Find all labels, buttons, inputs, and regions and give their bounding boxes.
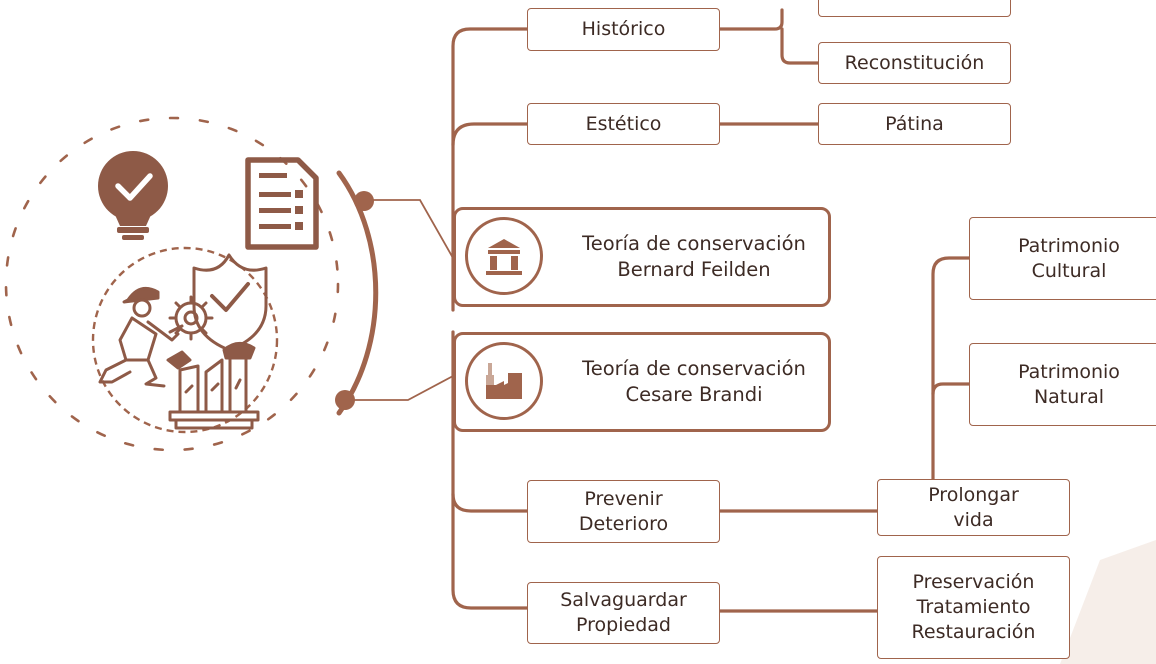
feilden-line-1: Teoría de conservación [582,232,806,255]
patrimonio-natural-line-2: Natural [1033,385,1105,408]
dashed-outer-ring [4,116,340,452]
temple-icon [486,239,522,275]
node-prolongar-vida: Prolongar vida [877,479,1070,536]
node-patrimonio-natural: Patrimonio Natural [969,343,1156,426]
salvaguardar-line-2: Propiedad [576,614,671,636]
historico-link [718,8,784,31]
lower-branch-prevenir [451,492,529,513]
node-reconstitucion-label: Reconstitución [844,51,985,74]
upper-trunk-line [451,27,530,312]
node-salvaguardar-propiedad: Salvaguardar Propiedad [527,582,720,644]
node-estetico-label: Estético [585,112,662,135]
prolongar-to-patrimonio [931,256,971,482]
patrimonio-natural-line-1: Patrimonio [1018,360,1120,383]
node-historico: Histórico [527,8,720,51]
restoration-worker-icon [98,253,268,430]
node-historico-label: Histórico [581,18,666,40]
node-patina: Pátina [818,103,1011,145]
brandi-line-2: Cesare Brandi [625,383,763,406]
factory-icon-badge [465,342,543,420]
prolongar-to-natural [931,382,971,396]
prevenir-line-1: Prevenir [584,487,663,510]
decorative-fade [1060,540,1156,664]
dot-to-brandi [344,375,454,401]
node-top-cut-box [818,0,1011,17]
lower-trunk-line [451,330,529,610]
dot-to-feilden [364,199,454,259]
node-theory-brandi-title: Teoría de conservación Cesare Brandi [566,335,822,429]
prolongar-line-2: vida [953,508,994,531]
prevenir-line-2: Deterioro [578,512,669,535]
prolongar-line-1: Prolongar [928,483,1019,506]
historico-to-reconstitucion [780,27,820,65]
factory-icon [486,363,522,399]
node-prevenir-deterioro: Prevenir Deterioro [527,480,720,543]
patrimonio-cultural-line-1: Patrimonio [1018,234,1120,257]
patrimonio-cultural-line-2: Cultural [1031,259,1107,282]
node-patina-label: Pátina [885,112,944,135]
lightbulb-check-icon [98,151,168,240]
salvaguardar-line-1: Salvaguardar [560,589,687,611]
node-theory-feilden: Teoría de conservación Bernard Feilden [453,207,831,307]
node-theory-brandi: Teoría de conservación Cesare Brandi [453,332,831,432]
connector-dot-top [354,191,374,211]
checklist-document-icon [245,157,319,250]
node-theory-feilden-title: Teoría de conservación Bernard Feilden [566,210,822,304]
connector-dot-bottom [335,390,355,410]
node-patrimonio-cultural: Patrimonio Cultural [969,217,1156,300]
brandi-line-1: Teoría de conservación [582,357,806,380]
feilden-line-2: Bernard Feilden [617,258,771,281]
node-reconstitucion: Reconstitución [818,42,1011,84]
temple-icon-badge [465,217,543,295]
node-estetico: Estético [527,103,720,145]
bracket-arc [336,170,379,416]
upper-branch-estetico [451,122,529,147]
acciones-line-1: Preservación [912,571,1035,593]
acciones-line-3: Restauración [911,621,1036,643]
dashed-inner-ring [91,246,279,434]
node-acciones: Preservación Tratamiento Restauración [877,556,1070,659]
acciones-line-2: Tratamiento [916,596,1031,618]
